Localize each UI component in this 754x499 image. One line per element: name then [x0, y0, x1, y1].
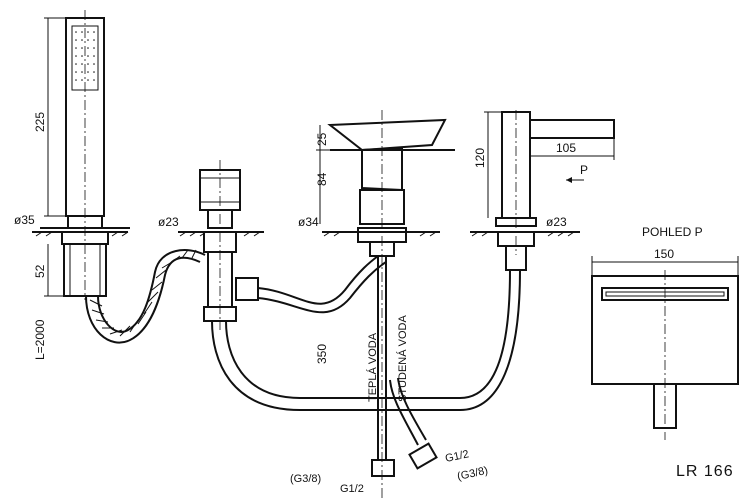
- dimension-labels: 225 ø35 52 L=2000 ø23 ø34 25 84 350 120 …: [14, 112, 674, 364]
- label-thread-left-top: (G3/8): [290, 473, 321, 485]
- label-cold-water: STUDENÁ VODA: [396, 315, 409, 402]
- hand-shower: [40, 10, 130, 300]
- dim-shower-length: 225: [33, 112, 47, 132]
- shower-hose: [85, 249, 206, 344]
- dim-spout-dia: ø23: [546, 215, 567, 229]
- label-thread-left-bottom: G1/2: [340, 483, 364, 495]
- dim-pipe-length: 350: [315, 344, 329, 364]
- label-view-arrow: P: [580, 163, 588, 177]
- spray-face: [75, 31, 95, 81]
- spout: [484, 110, 615, 271]
- dim-lever-height: 25: [315, 132, 329, 146]
- dim-mixer-height: 84: [315, 172, 329, 186]
- label-view-title: POHLED P: [642, 225, 703, 239]
- dim-view-width: 150: [654, 247, 674, 261]
- label-thread-right-bottom: (G3/8): [456, 465, 489, 483]
- dim-mixer-dia: ø34: [298, 215, 319, 229]
- dim-hose-length: L=2000: [33, 319, 47, 360]
- dim-diverter-dia: ø23: [158, 215, 179, 229]
- dim-shower-base: 52: [33, 264, 47, 278]
- annotation-labels: TEPLÁ VODA STUDENÁ VODA (G3/8) G1/2 G1/2…: [290, 163, 734, 495]
- dim-spout-height: 120: [473, 148, 487, 168]
- diverter: [199, 160, 259, 330]
- supply-pipes: [211, 255, 521, 477]
- mixer: [316, 110, 455, 498]
- view-p: [591, 256, 739, 440]
- deck: [32, 231, 580, 237]
- dim-shower-dia: ø35: [14, 213, 35, 227]
- label-thread-right-top: G1/2: [444, 448, 470, 465]
- model-code: LR 166: [676, 463, 734, 480]
- dim-spout-reach: 105: [556, 141, 576, 155]
- label-hot-water: TEPLÁ VODA: [366, 332, 379, 402]
